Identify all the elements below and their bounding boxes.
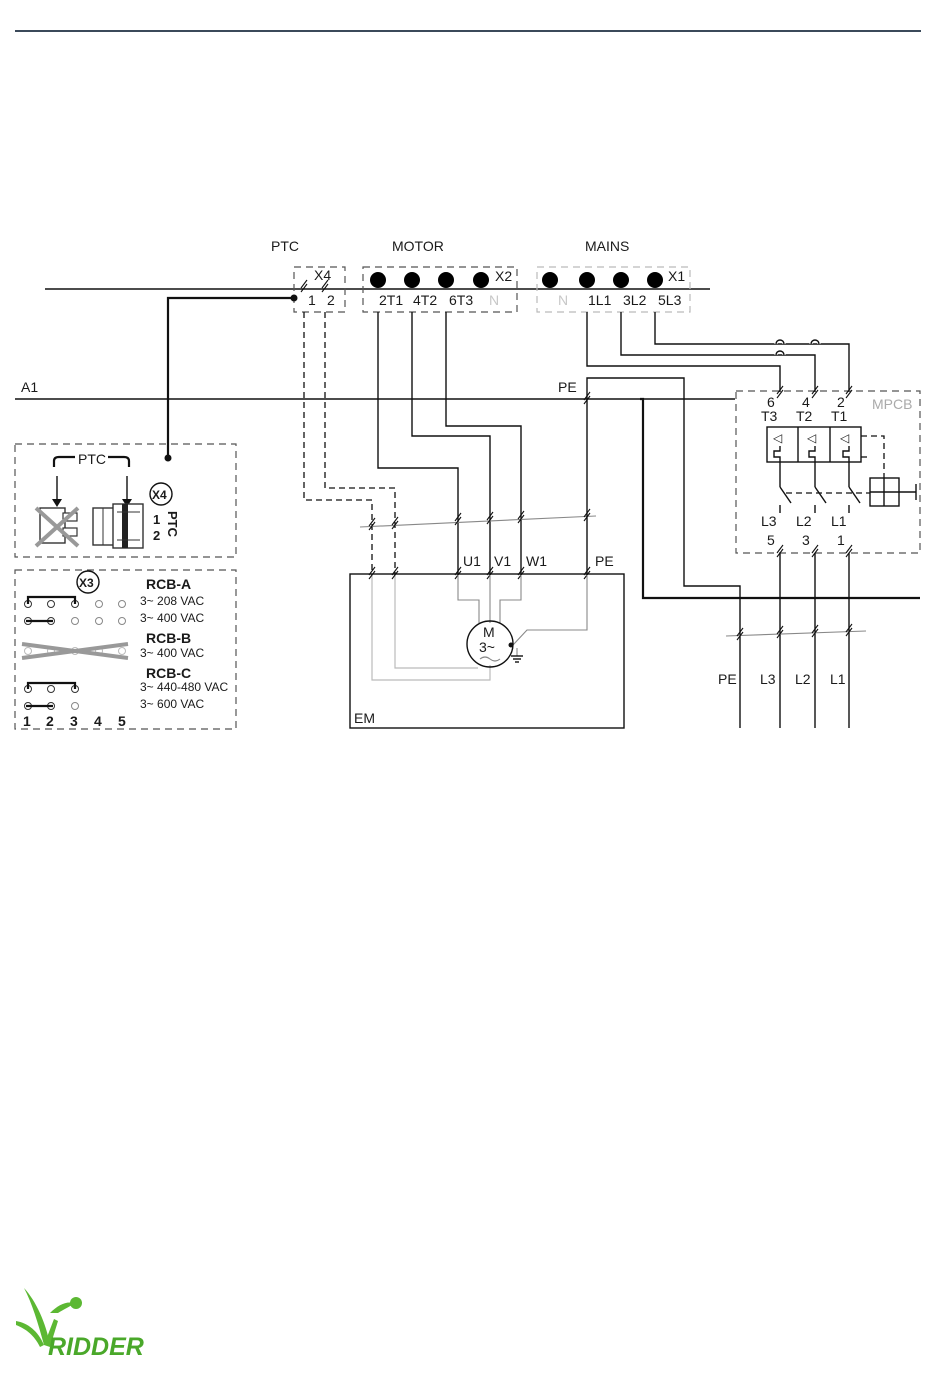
ptc-heading: PTC: [271, 238, 299, 254]
ptc-panel-pin1: 1: [153, 512, 160, 527]
ptc-wire: [168, 298, 294, 458]
ptc-panel-pin2: 2: [153, 528, 160, 543]
terminal-screw-icon: [404, 272, 420, 288]
mpcb-bottom-num-3: 3: [802, 532, 810, 548]
rcb-a-name: RCB-A: [146, 576, 191, 592]
mpcb-bottom-num-5: 5: [767, 532, 775, 548]
terminal-screw-icon: [370, 272, 386, 288]
ptc-connector-crossed-icon: [36, 508, 78, 546]
x4-label: X4: [314, 267, 331, 283]
rcb-pin-4: 4: [94, 713, 102, 729]
supply-l1-label: L1: [830, 671, 846, 687]
rcb-pin-1: 1: [23, 713, 31, 729]
motor-enclosure: EM U1 V1 W1 PE M 3~: [350, 553, 624, 728]
x1-label: X1: [668, 268, 685, 284]
motor-term-u1: U1: [463, 553, 481, 569]
mpcb-bottom-num-1: 1: [837, 532, 845, 548]
x1-term-3l2: 3L2: [623, 292, 647, 308]
rcb-b-line1: 3~ 400 VAC: [140, 646, 204, 660]
rcb-b-disabled-row: [22, 644, 128, 658]
mains-heading: MAINS: [585, 238, 629, 254]
terminal-screw-icon: [579, 272, 595, 288]
x2-term-6t3: 6T3: [449, 292, 473, 308]
mpcb-label: MPCB: [872, 396, 912, 412]
mpcb-breaker: MPCB 6 4 2 T3 T2 T1 ◁ ◁ ◁ L3 L2: [736, 386, 920, 557]
terminal-screw-icon: [542, 272, 558, 288]
terminal-screw-icon: [613, 272, 629, 288]
x1-term-5l3: 5L3: [658, 292, 682, 308]
supply-l3-label: L3: [760, 671, 776, 687]
ptc-panel-badge: X4: [152, 488, 167, 502]
rcb-c-line1: 3~ 440-480 VAC: [140, 680, 229, 694]
ptc-panel: PTC X4 1 2 PTC: [15, 444, 236, 557]
x2-term-4t2: 4T2: [413, 292, 437, 308]
ptc-panel-title: PTC: [78, 451, 106, 467]
motor-term-v1: V1: [494, 553, 511, 569]
motor-term-w1: W1: [526, 553, 547, 569]
ridder-logo: RIDDER: [14, 1283, 164, 1370]
x4-term-2: 2: [327, 292, 335, 308]
rcb-a-jumper-row2: [25, 618, 126, 625]
mpcb-top-t2: T2: [796, 408, 813, 424]
supply-pe-label: PE: [718, 671, 737, 687]
x2-label: X2: [495, 268, 512, 284]
rcb-panel: X3 RCB-A 3~ 208 VAC 3~ 400 VAC RCB-B 3~ …: [15, 570, 236, 729]
rcb-c-name: RCB-C: [146, 665, 191, 681]
x2-term-n: N: [489, 292, 499, 308]
wiring-diagram: PTC MOTOR MAINS X4 1 2 X2 2T1 4T2 6T3 N …: [0, 0, 950, 760]
terminal-screw-icon: [473, 272, 489, 288]
mpcb-bottom-l2: L2: [796, 513, 812, 529]
motor-symbol-m: M: [483, 624, 495, 640]
rcb-c-jumper-row2: [25, 703, 79, 710]
mpcb-bottom-l1: L1: [831, 513, 847, 529]
svg-text:◁: ◁: [773, 431, 783, 445]
rcb-a-line2: 3~ 400 VAC: [140, 611, 204, 625]
logo-text: RIDDER: [48, 1333, 144, 1361]
pe-top-label: PE: [558, 379, 577, 395]
rcb-panel-badge: X3: [79, 576, 94, 590]
mpcb-top-t3: T3: [761, 408, 778, 424]
terminal-screw-icon: [438, 272, 454, 288]
mpcb-top-t1: T1: [831, 408, 848, 424]
x1-term-1l1: 1L1: [588, 292, 612, 308]
x4-term-1: 1: [308, 292, 316, 308]
x1-term-n: N: [558, 292, 568, 308]
rcb-b-name: RCB-B: [146, 630, 191, 646]
rcb-a-line1: 3~ 208 VAC: [140, 594, 204, 608]
rcb-c-jumper-row1: [25, 683, 79, 693]
motor-term-pe: PE: [595, 553, 614, 569]
x2-term-2t1: 2T1: [379, 292, 403, 308]
rcb-pin-2: 2: [46, 713, 54, 729]
ptc-connector-icon: [93, 504, 143, 548]
rcb-pin-5: 5: [118, 713, 126, 729]
terminal-screw-icon: [647, 272, 663, 288]
supply-l2-label: L2: [795, 671, 811, 687]
rcb-a-jumper-row1: [25, 597, 126, 608]
motor-heading: MOTOR: [392, 238, 444, 254]
svg-text:◁: ◁: [807, 431, 817, 445]
rcb-c-line2: 3~ 600 VAC: [140, 697, 204, 711]
svg-text:◁: ◁: [840, 431, 850, 445]
mpcb-bottom-l3: L3: [761, 513, 777, 529]
ptc-panel-side-label: PTC: [165, 511, 180, 538]
rcb-pin-3: 3: [70, 713, 78, 729]
motor-box-label: EM: [354, 710, 375, 726]
a1-label: A1: [21, 379, 38, 395]
motor-symbol-3ph: 3~: [479, 639, 495, 655]
